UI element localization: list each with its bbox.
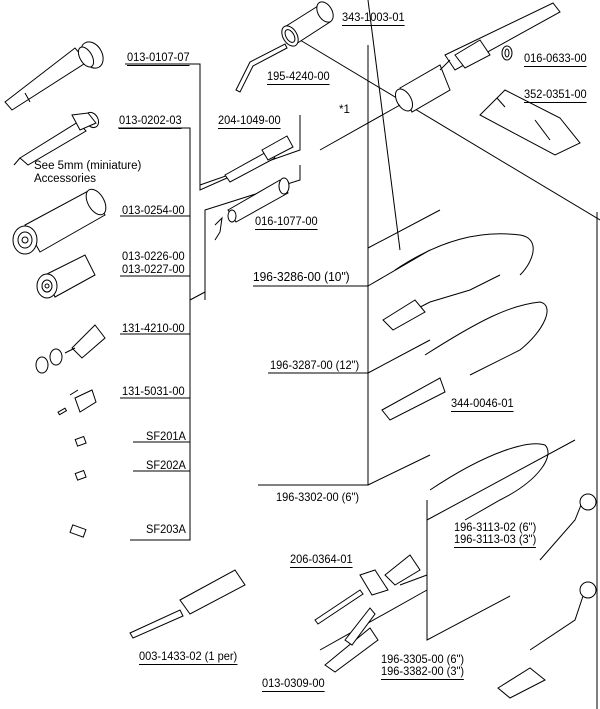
label-003-1433-02: 003-1433-02 (1 per) — [139, 649, 238, 665]
label-204-1049-00: 204-1049-00 — [218, 113, 281, 129]
leader-bracket-mid — [189, 291, 206, 301]
sf202a-part — [74, 469, 87, 481]
probe-tip-part — [13, 111, 100, 166]
label-343-1003-01: 343-1003-01 — [342, 10, 405, 26]
label-013-0107-07: 013-0107-07 — [127, 50, 190, 66]
alligator-clip-parts — [381, 299, 597, 699]
grabber-clip-part — [324, 607, 379, 673]
sf203a-part — [69, 524, 87, 538]
bulkhead-connector-part — [35, 324, 106, 374]
probe-holder-part — [479, 89, 581, 156]
bracket-lower — [426, 500, 511, 641]
label-196-3286-00: 196-3286-00 (10") — [253, 269, 350, 284]
label-sf201a: SF201A — [146, 429, 186, 443]
note-accessories: Accessories — [34, 173, 96, 185]
label-131-5031-00: 131-5031-00 — [122, 384, 185, 398]
label-sf203a: SF203A — [146, 522, 186, 536]
long-diagonal — [299, 39, 600, 221]
label-013-0309-00: 013-0309-00 — [262, 676, 325, 692]
bracket-cables — [258, 45, 369, 486]
bent-tip-part — [235, 43, 288, 93]
label-016-1077-00: 016-1077-00 — [255, 214, 318, 230]
probe-sleeve-part — [319, 59, 451, 151]
leader-lines — [118, 0, 600, 709]
sf201a-part — [74, 435, 87, 447]
label-013-0254-00: 013-0254-00 — [122, 203, 185, 217]
label-013-0202-03: 013-0202-03 — [119, 113, 182, 129]
label-196-3382-00: 196-3382-00 (3") — [381, 664, 465, 680]
label-013-0226-00: 013-0226-00 — [122, 249, 185, 263]
probe-cap-part — [281, 1, 334, 47]
label-196-3113-02: 196-3113-02 (6") — [454, 520, 537, 534]
label-131-4210-00: 131-4210-00 — [122, 321, 185, 335]
bnc-adapter-part — [12, 188, 107, 255]
leader-013-0107-07 — [125, 63, 246, 191]
label-196-3302-00: 196-3302-00 (6") — [276, 490, 360, 504]
screwdriver-part — [129, 569, 246, 639]
leader-3286-to-cable — [367, 0, 401, 251]
spring-sleeve-part — [214, 177, 290, 241]
ground-lead-cables — [384, 233, 586, 651]
label-013-0227-00: 013-0227-00 — [122, 262, 185, 276]
ground-tip-part — [4, 41, 104, 111]
label-352-0351-00: 352-0351-00 — [524, 87, 587, 103]
probe-body-part — [444, 2, 561, 71]
note-see-5mm: See 5mm (miniature) — [34, 160, 142, 172]
label-016-0633-00: 016-0633-00 — [524, 51, 587, 67]
hook-tip-part — [314, 554, 421, 625]
label-206-0364-01: 206-0364-01 — [290, 552, 353, 568]
label-196-3113-03: 196-3113-03 (3") — [454, 532, 537, 548]
label-sf202a: SF202A — [146, 458, 186, 472]
label-195-4240-00: 195-4240-00 — [267, 69, 330, 85]
pin-connector-part — [57, 389, 97, 416]
bnc-connector-part — [36, 254, 96, 299]
bracket-016-1077 — [204, 165, 301, 300]
label-196-3287-00: 196-3287-00 (12") — [270, 358, 360, 372]
label-344-0046-01: 344-0046-01 — [451, 396, 514, 412]
adjustment-tool-part — [224, 135, 294, 183]
note-star-1: *1 — [339, 104, 350, 116]
label-196-3305-00: 196-3305-00 (6") — [381, 652, 465, 666]
